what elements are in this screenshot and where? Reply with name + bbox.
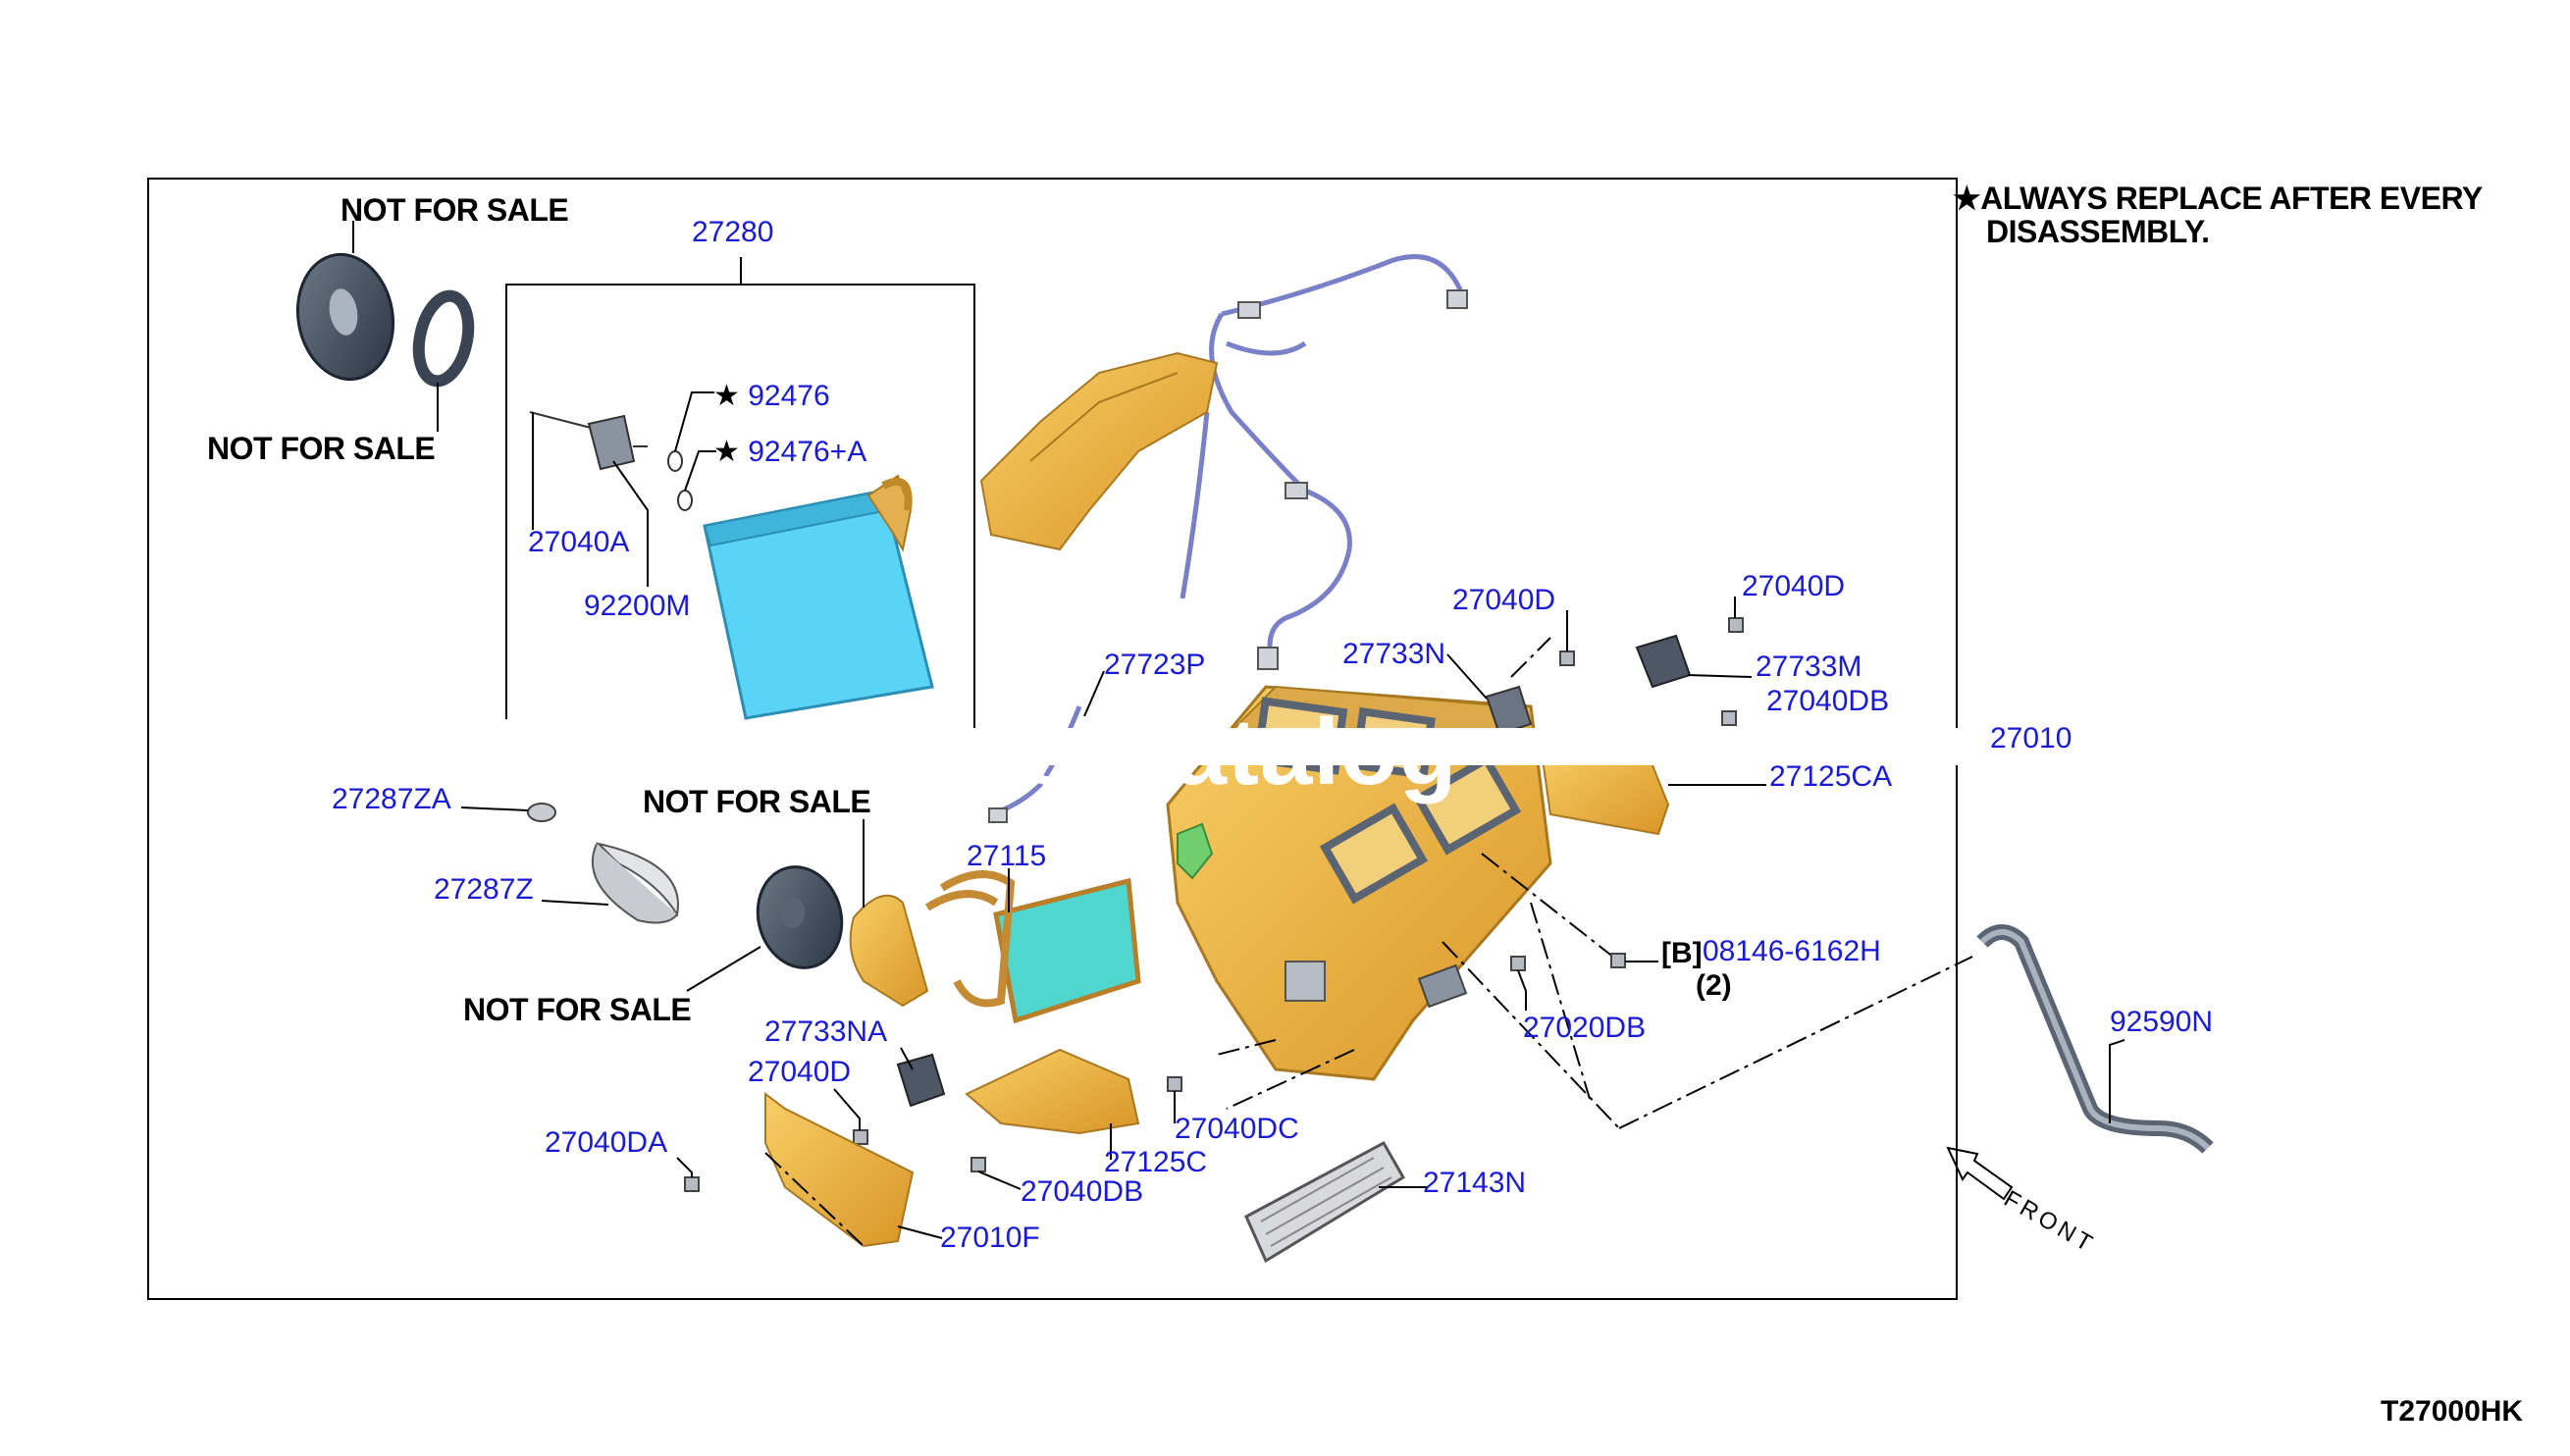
screw-27020DB [1510, 956, 1527, 1011]
part-label-27040DB-bottom[interactable]: 27040DB [1021, 1175, 1144, 1208]
seal-ring-large [295, 221, 395, 382]
part-label-27287Z[interactable]: 27287Z [434, 873, 534, 906]
harness-connectors [988, 289, 1468, 823]
part-label-27125CA[interactable]: 27125CA [1769, 760, 1893, 793]
part-label-27010F[interactable]: 27010F [940, 1222, 1040, 1254]
part-label-27115[interactable]: 27115 [967, 840, 1047, 872]
part-label-27040DA[interactable]: 27040DA [545, 1126, 668, 1159]
expansion-valve [529, 411, 649, 587]
watermark-band [496, 728, 2066, 765]
screw-27040DC [1167, 1076, 1182, 1123]
heater-core [924, 868, 1141, 1024]
part-label-27733N[interactable]: 27733N [1342, 638, 1446, 670]
not-for-sale-label-mid: NOT FOR SALE [207, 431, 436, 466]
assembly-lines [1216, 637, 1973, 1129]
part-label-27723P[interactable]: 27723P [1104, 649, 1206, 681]
part-label-08146-6162H[interactable]: 08146-6162H [1703, 935, 1881, 967]
actuator-27733M [1635, 597, 1753, 689]
actuator-27733NA [896, 1047, 946, 1108]
screw-08146 [1610, 953, 1658, 968]
star-icon: ★ [713, 436, 740, 468]
actuator-27733N [1446, 653, 1533, 736]
blower-motor [686, 865, 844, 992]
screw-27040DA [676, 1157, 700, 1192]
star-icon: ★ [1953, 181, 1981, 216]
part-label-27040D-top[interactable]: 27040D [1452, 584, 1556, 616]
o-rings [667, 391, 716, 511]
part-label-27040DC[interactable]: 27040DC [1175, 1113, 1299, 1145]
note-line-1: ALWAYS REPLACE AFTER EVERY [1980, 181, 2483, 216]
part-label-27040D-left[interactable]: 27040D [748, 1056, 852, 1088]
part-label-27733M[interactable]: 27733M [1756, 650, 1862, 683]
star-icon: ★ [713, 380, 740, 412]
part-label-27010[interactable]: 27010 [1990, 722, 2072, 754]
side-duct-left [849, 819, 929, 1008]
part-label-27733NA[interactable]: 27733NA [764, 1015, 888, 1048]
part-label-27125C[interactable]: 27125C [1104, 1146, 1208, 1178]
part-label-27280[interactable]: 27280 [692, 216, 774, 248]
bracket-qty: (2) [1696, 969, 1732, 1002]
part-label-27040A[interactable]: 27040A [528, 526, 630, 558]
part-label-92476a[interactable]: ★ 92476+A [713, 436, 867, 468]
upper-duct [979, 351, 1219, 551]
drain-pipe [1976, 924, 2214, 1154]
part-label-27020DB[interactable]: 27020DB [1523, 1012, 1647, 1044]
not-for-sale-label-duct: NOT FOR SALE [643, 784, 871, 819]
not-for-sale-label-top: NOT FOR SALE [341, 192, 569, 228]
part-label-92476[interactable]: ★ 92476 [713, 380, 830, 412]
watermark: Nissan Parts Catalog [496, 700, 1458, 805]
seal-ring-small [412, 289, 475, 432]
evaporator-group-bracket [505, 257, 975, 746]
diagram-code: T27000HK [2381, 1395, 2524, 1428]
clip-27287ZA [460, 803, 556, 822]
part-label-27040D-right[interactable]: 27040D [1742, 570, 1846, 602]
front-arrow [1946, 1146, 2014, 1201]
part-label-27287ZA[interactable]: 27287ZA [332, 783, 451, 815]
note-always-replace: ★ALWAYS REPLACE AFTER EVERY DISASSEMBLY. [1953, 182, 2483, 248]
note-line-2: DISASSEMBLY. [1986, 213, 2210, 249]
duct-27010F [764, 1092, 943, 1248]
screw-27040D-top [1559, 610, 1575, 666]
screw-27040D-left [833, 1088, 868, 1145]
part-label-27143N[interactable]: 27143N [1423, 1167, 1527, 1199]
evaporator-core [703, 474, 934, 720]
part-label-92590N[interactable]: 92590N [2110, 1006, 2214, 1038]
part-label-92200M[interactable]: 92200M [584, 590, 691, 622]
strap-27287Z [541, 842, 679, 924]
screw-27040DB-bottom [970, 1157, 1022, 1190]
part-label-27040DB-top[interactable]: 27040DB [1766, 685, 1890, 717]
cabin-filter [1244, 1140, 1428, 1264]
bracket-code-b: [B] [1661, 937, 1703, 969]
not-for-sale-label-blower: NOT FOR SALE [463, 992, 692, 1027]
duct-27125C [965, 1048, 1140, 1160]
